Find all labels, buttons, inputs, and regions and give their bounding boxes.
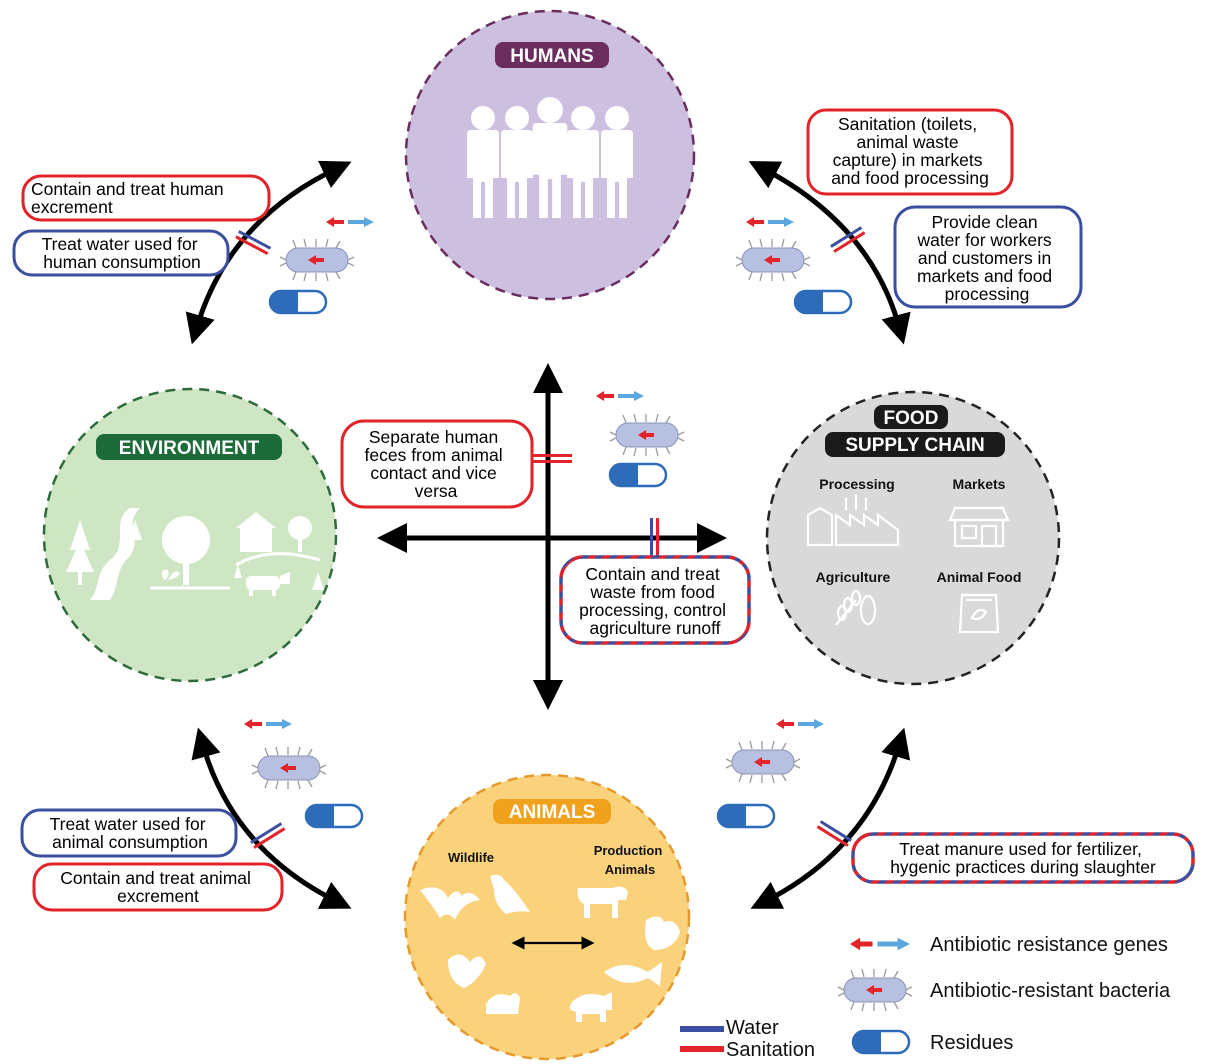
- box-animal-excrement: Contain and treat animal excrement: [32, 862, 284, 912]
- wildlife-label: Wildlife: [448, 850, 494, 865]
- symbol-group-center: [596, 391, 685, 488]
- legend-water-swatch: [680, 1026, 724, 1032]
- legend-residues-label: Residues: [930, 1032, 1013, 1054]
- agriculture-label: Agriculture: [816, 569, 891, 585]
- svg-text:Provide clean water for: Provide clean water for workers and cust…: [916, 212, 1057, 304]
- legend: Antibiotic resistance genes Antibiotic-r…: [680, 934, 1171, 1061]
- box-clean-water: Provide clean water for workers and cust…: [893, 205, 1083, 309]
- market-icon: [948, 506, 1010, 548]
- capsule-icon: [608, 462, 668, 488]
- capsule-icon: [304, 803, 364, 829]
- box-animal-water: Treat water used for animal consumption: [20, 808, 238, 858]
- svg-text:Contain and treat waste: Contain and treat waste from food proces…: [579, 564, 731, 638]
- gene-arrow-icon: [596, 391, 644, 401]
- capsule-icon: [793, 289, 853, 315]
- bee-icon: [448, 954, 486, 988]
- animal-food-label: Animal Food: [937, 569, 1022, 585]
- box-manure: Treat manure used for fertilizer, hygeni…: [851, 832, 1195, 884]
- fox-fish-icon: [604, 962, 662, 986]
- svg-text:Sanitation (toilets, ani: Sanitation (toilets, animal waste captur…: [831, 114, 989, 188]
- production-label-1: Production: [594, 843, 663, 858]
- markets-label: Markets: [953, 476, 1006, 492]
- svg-text:Contain and treat animal: Contain and treat animal excrement: [60, 868, 256, 906]
- symbol-group-humans-right: [735, 217, 853, 315]
- ws-marker-3: [250, 822, 286, 849]
- svg-text:Contain and treat human: Contain and treat human excrement: [31, 179, 229, 217]
- wheat-icon: [835, 589, 877, 626]
- environment-animals-arrow: [191, 727, 352, 909]
- humans-hub: HUMANS: [404, 9, 696, 301]
- landscape-icon: [66, 508, 324, 600]
- legend-sanitation-label: Sanitation: [726, 1039, 815, 1061]
- food-animals-arrow: [750, 727, 911, 909]
- food-supply-hub: FOOD SUPPLY CHAIN Processing Markets Agr…: [765, 390, 1061, 686]
- food-label-line2: SUPPLY CHAIN: [845, 435, 984, 456]
- bacteria-icon: [735, 238, 811, 282]
- capsule-icon: [716, 803, 776, 829]
- capsule-icon: [268, 289, 328, 315]
- production-label-2: Animals: [605, 862, 656, 877]
- svg-text:Separate human feces fro: Separate human feces from animal contact…: [365, 427, 508, 501]
- box-human-water: Treat water used for human consumption: [12, 229, 230, 277]
- environment-hub: ENVIRONMENT: [42, 387, 338, 683]
- legend-genes-label: Antibiotic resistance genes: [930, 934, 1168, 956]
- ws-marker-horizontal: [650, 518, 659, 558]
- bacteria-icon: [609, 413, 685, 457]
- box-separate-feces: Separate human feces from animal contact…: [340, 419, 534, 509]
- animal-icons: [420, 874, 680, 1022]
- animals-hub: ANIMALS Wildlife Production Animals: [403, 773, 691, 1061]
- symbol-group-animals-right: [716, 719, 824, 829]
- legend-bacteria-label: Antibiotic-resistant bacteria: [930, 980, 1171, 1002]
- processing-label: Processing: [819, 476, 894, 492]
- legend-sanitation-swatch: [680, 1046, 724, 1052]
- humans-label: HUMANS: [510, 46, 593, 67]
- box-sanitation-markets: Sanitation (toilets, animal waste captur…: [806, 108, 1014, 196]
- svg-text:Treat water used for ani: Treat water used for animal consumption: [50, 814, 211, 852]
- svg-text:Treat water used for hum: Treat water used for human consumption: [42, 234, 203, 272]
- chicken-icon: [645, 916, 680, 950]
- legend-bacteria-icon: [837, 968, 913, 1012]
- gene-arrow-icon: [746, 217, 794, 227]
- bacteria-icon: [251, 746, 327, 790]
- bacteria-icon: [279, 238, 355, 282]
- feed-bag-icon: [958, 593, 1000, 634]
- humans-food-arrow: [748, 161, 911, 345]
- ws-marker-vertical: [532, 454, 572, 463]
- factory-icon: [806, 494, 900, 547]
- environment-label: ENVIRONMENT: [119, 438, 260, 459]
- legend-water-label: Water: [726, 1017, 779, 1039]
- symbol-group-humans-left: [268, 217, 374, 315]
- cow-icon: [577, 886, 628, 918]
- gene-arrow-icon: [326, 217, 374, 227]
- gene-arrow-icon: [776, 719, 824, 729]
- animals-label: ANIMALS: [509, 802, 596, 823]
- symbol-group-animals-left: [244, 719, 364, 829]
- gene-arrow-icon: [244, 719, 292, 729]
- bacteria-icon: [725, 740, 801, 784]
- food-label-line1: FOOD: [884, 408, 939, 429]
- legend-gene-icon: [850, 937, 910, 951]
- mouse-icon: [486, 993, 520, 1014]
- box-food-waste: Contain and treat waste from food proces…: [559, 555, 751, 645]
- legend-capsule-icon: [851, 1029, 911, 1055]
- bat-icon: [420, 887, 480, 920]
- box-human-excrement: Contain and treat human excrement: [21, 174, 271, 222]
- bird-icon: [490, 874, 530, 914]
- pig-icon: [569, 992, 612, 1022]
- svg-text:Treat manure used for fertiliz: Treat manure used for fertilizer, hygeni…: [890, 839, 1156, 877]
